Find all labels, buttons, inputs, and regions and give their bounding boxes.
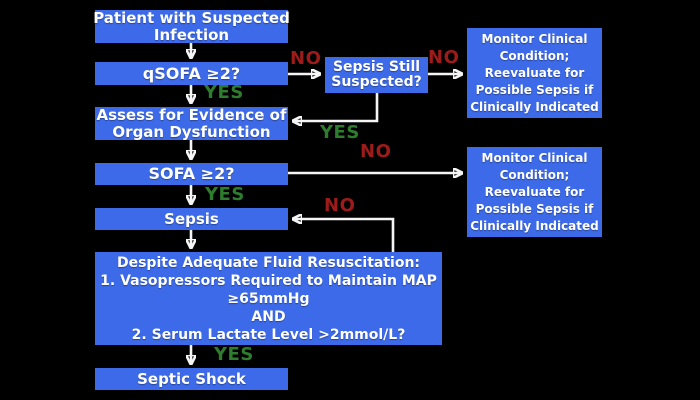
node-text: Clinically Indicated xyxy=(470,99,599,114)
node-sofa-question: SOFA ≥2? xyxy=(95,163,288,185)
node-text: Organ Dysfunction xyxy=(112,122,271,141)
node-text: Condition; xyxy=(499,167,570,182)
node-text: ≥65mmHg xyxy=(227,290,310,307)
node-text: Possible Sepsis if xyxy=(475,201,594,216)
node-text: Reevaluate for xyxy=(484,184,585,199)
node-septic-shock-criteria: Despite Adequate Fluid Resuscitation: 1.… xyxy=(95,252,442,345)
node-text: Patient with Suspected xyxy=(93,9,290,27)
label-yes-shock: YES xyxy=(214,344,254,365)
node-text: Condition; xyxy=(499,48,570,63)
node-qsofa-question: qSOFA ≥2? xyxy=(95,62,288,85)
node-text: Assess for Evidence of xyxy=(96,106,287,124)
node-sepsis-still-suspected: Sepsis Still Suspected? xyxy=(325,57,428,93)
label-yes-qsofa: YES xyxy=(204,82,244,103)
node-text: Clinically Indicated xyxy=(470,218,599,233)
arrow-sepsis-still-yes-to-assess xyxy=(295,93,379,121)
node-text: Infection xyxy=(153,25,230,44)
node-text: Possible Sepsis if xyxy=(475,82,594,97)
node-monitor-clinical-top: Monitor Clinical Condition; Reevaluate f… xyxy=(467,28,602,118)
node-sepsis: Sepsis xyxy=(95,208,288,230)
label-no-sofa: NO xyxy=(360,141,392,162)
label-yes-sepsis-still: YES xyxy=(320,122,360,143)
label-yes-sofa: YES xyxy=(205,184,245,205)
node-text: Monitor Clinical xyxy=(481,31,588,46)
node-patient-infection: Patient with Suspected Infection xyxy=(93,9,290,44)
node-text: Monitor Clinical xyxy=(481,150,588,165)
node-septic-shock: Septic Shock xyxy=(95,368,288,390)
node-text: Despite Adequate Fluid Resuscitation: xyxy=(116,254,421,271)
arrow-shock-no-to-sepsis xyxy=(295,219,395,252)
node-assess-organ-dysfunction: Assess for Evidence of Organ Dysfunction xyxy=(95,107,288,140)
node-text: Septic Shock xyxy=(137,369,246,388)
node-text: 1. Vasopressors Required to Maintain MAP xyxy=(100,272,437,289)
node-text: Sepsis xyxy=(164,209,219,228)
node-text: 2. Serum Lactate Level >2mmol/L? xyxy=(131,326,406,343)
node-text: Reevaluate for xyxy=(484,65,585,80)
node-text: AND xyxy=(251,308,286,325)
node-text: SOFA ≥2? xyxy=(148,164,235,184)
label-no-sepsis-still: NO xyxy=(428,47,460,68)
node-text: Sepsis Still xyxy=(332,58,421,75)
node-monitor-clinical-middle: Monitor Clinical Condition; Reevaluate f… xyxy=(467,147,602,237)
label-no-qsofa: NO xyxy=(290,48,322,69)
node-text: Suspected? xyxy=(331,74,422,90)
node-text: qSOFA ≥2? xyxy=(142,63,241,83)
label-no-shock: NO xyxy=(324,195,356,216)
